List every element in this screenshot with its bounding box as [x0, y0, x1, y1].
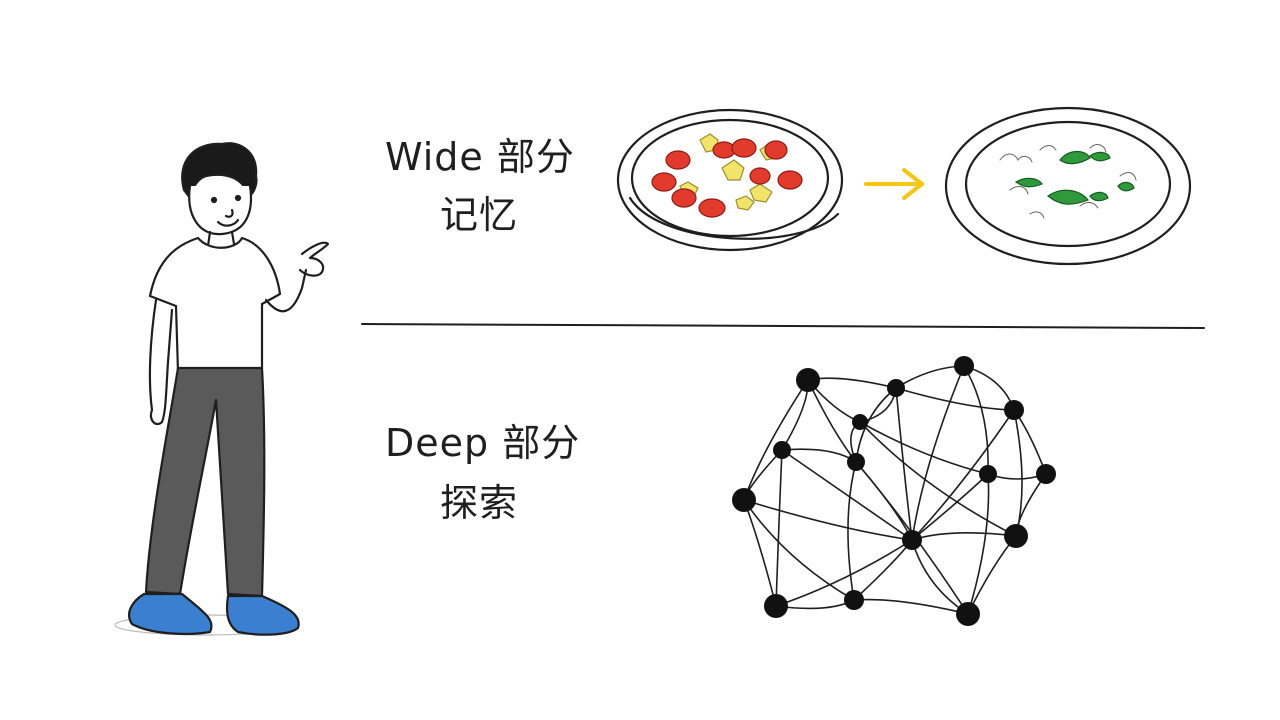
network-node	[796, 368, 820, 392]
network-edge	[859, 421, 989, 475]
network-node	[979, 465, 997, 483]
network-node	[956, 602, 980, 626]
network-edge	[911, 365, 965, 541]
network-edge	[743, 499, 855, 601]
network-edge	[855, 461, 913, 541]
network-node	[1004, 400, 1024, 420]
network-node	[847, 453, 865, 471]
network-edge	[911, 409, 1015, 541]
arrow-right-icon	[864, 168, 926, 200]
section-divider	[361, 323, 1205, 329]
network-edge	[743, 499, 777, 607]
network-edge	[967, 535, 1017, 615]
network-node	[902, 530, 922, 550]
network-edge	[775, 539, 913, 607]
network-node	[773, 441, 791, 459]
network-edge	[895, 387, 1015, 411]
network-node	[844, 590, 864, 610]
deep-section-subtitle: 探索	[440, 481, 519, 525]
network-edge	[911, 532, 1017, 541]
network-node	[1036, 464, 1056, 484]
network-edge	[895, 387, 913, 541]
network-node	[764, 594, 788, 618]
deep-section-title: Deep 部分	[385, 421, 581, 465]
network-node	[887, 379, 905, 397]
network-edge	[743, 379, 809, 501]
network-edge	[911, 539, 969, 615]
network-node	[954, 356, 974, 376]
network-edge	[743, 499, 913, 541]
greens-rice-dish-icon	[944, 106, 1192, 266]
network-edge	[859, 421, 1017, 537]
wide-section-subtitle: 记忆	[440, 193, 519, 237]
network-edge	[781, 448, 857, 463]
network-edge	[847, 461, 857, 601]
network-edge	[781, 449, 913, 541]
network-edge	[775, 449, 783, 607]
network-node	[852, 414, 868, 430]
network-node	[732, 488, 756, 512]
network-edge	[963, 365, 989, 475]
network-edge	[807, 377, 897, 389]
network-edge	[967, 473, 990, 615]
network-edge	[895, 365, 965, 389]
tomato-egg-dish-icon	[616, 108, 844, 252]
wide-section-title: Wide 部分	[385, 135, 575, 179]
network-edge	[853, 539, 913, 601]
network-node	[1004, 524, 1028, 548]
